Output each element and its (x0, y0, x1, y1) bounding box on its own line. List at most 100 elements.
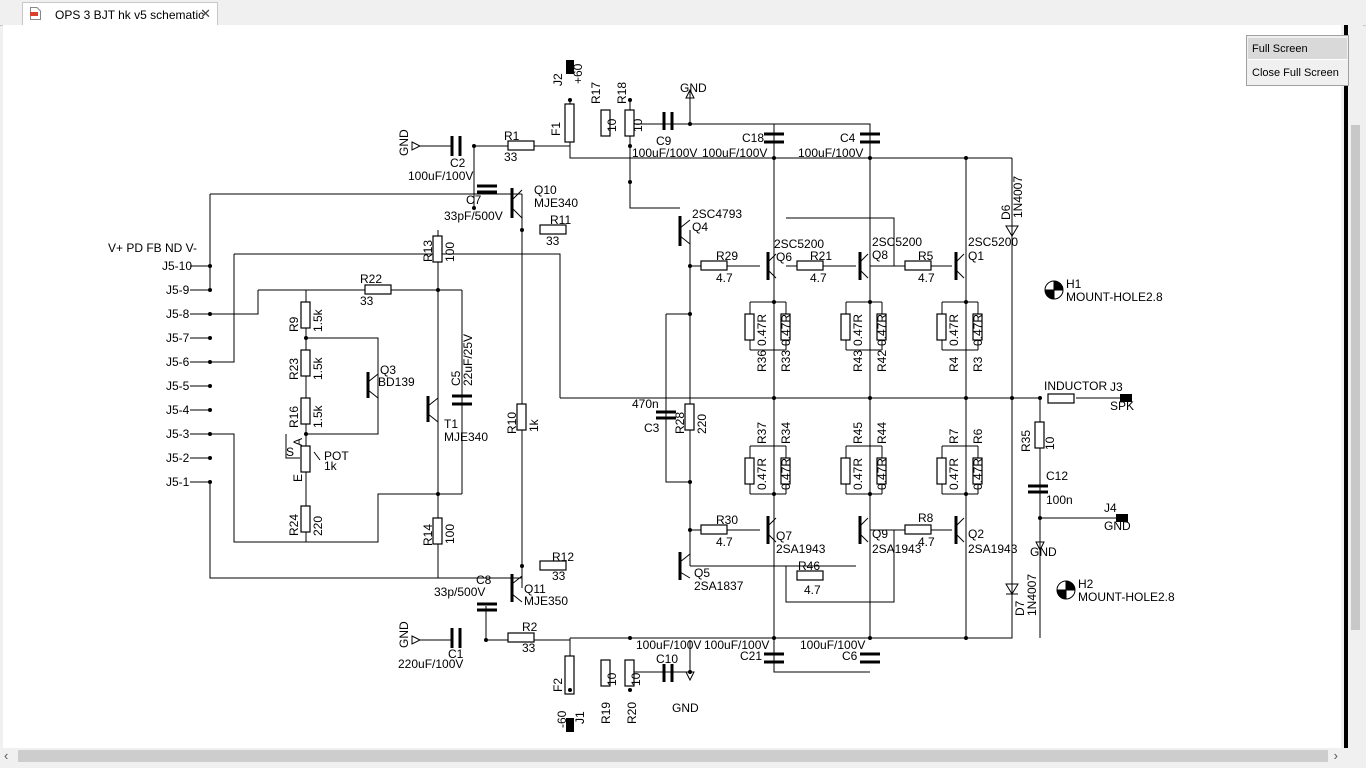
label: C6 (842, 649, 858, 663)
label: C5 (449, 370, 463, 386)
label: 220uF/100V (398, 657, 463, 671)
label: GND (680, 81, 707, 95)
label: R37 (755, 422, 769, 444)
label: 10 (1043, 436, 1057, 450)
connector-header: V+ PD FB ND V- (108, 241, 197, 255)
scroll-right-icon[interactable]: › (1333, 748, 1338, 763)
label: R11 (550, 213, 571, 227)
label: 33 (522, 641, 536, 655)
label: C3 (644, 421, 660, 435)
full-screen-button[interactable]: Full Screen (1248, 38, 1347, 60)
label: T1 (444, 417, 458, 431)
label: INDUCTOR (1044, 379, 1107, 393)
label: R14 (421, 524, 435, 546)
label: 0.47R (971, 458, 985, 490)
label: C2 (450, 156, 466, 170)
horizontal-scrollbar[interactable]: ‹ › (0, 748, 1341, 768)
pin-label: J5-2 (166, 451, 190, 465)
horizontal-scroll-thumb[interactable] (18, 750, 1328, 762)
label: 0.47R (947, 314, 961, 346)
document-tab[interactable]: OPS 3 BJT hk v5 schematic ✕ (22, 2, 218, 25)
full-screen-menu: Full Screen Close Full Screen (1246, 35, 1349, 86)
label: +60 (571, 63, 585, 84)
label: E (291, 474, 305, 482)
label: R42 (875, 350, 889, 372)
vertical-scroll-thumb[interactable] (1351, 125, 1360, 630)
label: F1 (549, 122, 563, 136)
label: H2 (1078, 577, 1094, 591)
label: GND (397, 129, 411, 156)
label: 4.7 (918, 271, 935, 285)
close-full-screen-button[interactable]: Close Full Screen (1252, 67, 1339, 79)
label: Q2 (968, 527, 984, 541)
label: 33 (504, 150, 518, 164)
label: 10 (605, 672, 619, 686)
label: H1 (1066, 277, 1082, 291)
label: GND (397, 621, 411, 648)
label: 100 (443, 242, 457, 262)
scroll-track-edge (1344, 25, 1348, 748)
label: 33pF/500V (444, 209, 503, 223)
label: 0.47R (947, 458, 961, 490)
label: 220 (311, 516, 325, 536)
label: R2 (522, 620, 538, 634)
pin-label: J5-1 (166, 475, 190, 489)
label: Q6 (776, 250, 792, 264)
label: 2SA1943 (872, 542, 922, 556)
label: 33 (552, 569, 566, 583)
label: R36 (755, 350, 769, 372)
label: C7 (466, 193, 482, 207)
label: R28 (673, 412, 687, 434)
pin-label: J5-7 (166, 331, 190, 345)
label: 10 (605, 118, 619, 132)
label: D6 (999, 204, 1013, 220)
label: SPK (1110, 399, 1134, 413)
label: 1k (324, 459, 338, 473)
label: R46 (798, 559, 820, 573)
scroll-left-icon[interactable]: ‹ (4, 748, 9, 763)
label: 470n (632, 397, 659, 411)
label: R21 (810, 249, 832, 263)
label: R7 (947, 428, 961, 444)
label: Q11 (524, 582, 546, 596)
pin-label: J5-9 (166, 283, 190, 297)
label: 4.7 (716, 535, 733, 549)
schematic-canvas: V+ PD FB ND V- J5-10 J5-9 J5-8 J5-7 J5-6… (3, 25, 1341, 748)
label: Q4 (692, 220, 708, 234)
vertical-scrollbar[interactable] (1341, 25, 1363, 748)
label: 10 (631, 118, 645, 132)
label: 0.47R (779, 314, 793, 346)
label: R35 (1019, 430, 1033, 452)
label: 2SA1837 (694, 579, 744, 593)
label: 4.7 (918, 535, 935, 549)
label: MOUNT-HOLE2.8 (1078, 590, 1175, 604)
pdf-document-icon (30, 7, 41, 20)
label: POT (324, 449, 349, 463)
label: 0.47R (851, 458, 865, 490)
label: 100n (1046, 493, 1073, 507)
label: 33 (546, 234, 560, 248)
label: Q8 (872, 248, 888, 262)
label: 4.7 (810, 271, 827, 285)
label: 100uF/100V (798, 146, 863, 160)
label: A (291, 438, 305, 446)
pin-label: J5-10 (162, 259, 192, 273)
label: Q3 (380, 363, 396, 377)
label: Q10 (534, 183, 557, 197)
label: R10 (505, 412, 519, 434)
mount-hole-h1-icon (1044, 280, 1064, 300)
schematic-drawing: V+ PD FB ND V- J5-10 J5-9 J5-8 J5-7 J5-6… (108, 60, 1175, 732)
label: Q1 (968, 249, 984, 263)
label: MJE340 (444, 430, 488, 444)
close-icon[interactable]: ✕ (200, 6, 211, 21)
label: MOUNT-HOLE2.8 (1066, 290, 1163, 304)
label: R9 (287, 316, 301, 332)
label: R19 (599, 702, 613, 724)
label: 0.47R (755, 314, 769, 346)
label: R17 (589, 82, 603, 104)
label: 1.5k (311, 404, 325, 428)
label: R4 (947, 356, 961, 372)
component-labels: J2 +60 R17 R18 10 10 GND R1 33 F1 C9 100… (286, 63, 1175, 728)
label: 100 (443, 524, 457, 544)
label: C18 (742, 131, 764, 145)
